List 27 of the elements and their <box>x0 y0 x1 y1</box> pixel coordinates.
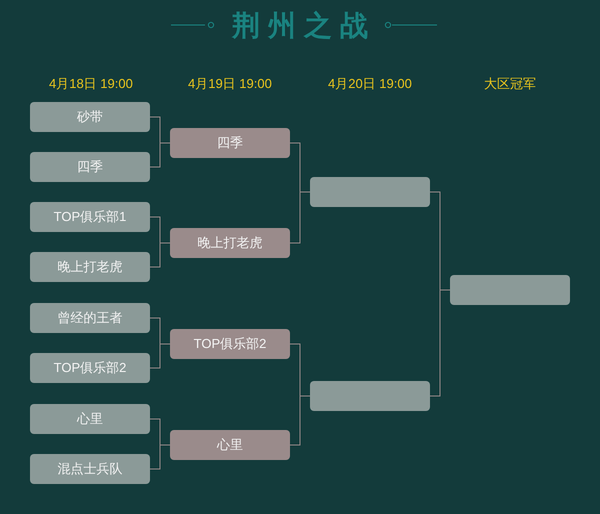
column-header: 4月20日 19:00 <box>328 76 412 92</box>
team-box: 四季 <box>30 152 150 182</box>
empty-box <box>310 177 430 207</box>
connector-line <box>150 242 170 268</box>
connector-line <box>150 344 170 368</box>
team-box: TOP俱乐部2 <box>30 353 150 383</box>
column-header: 4月18日 19:00 <box>49 76 133 92</box>
connector-line <box>290 192 310 244</box>
column-header: 大区冠军 <box>484 76 536 92</box>
team-box: TOP俱乐部1 <box>30 202 150 232</box>
column-header: 4月19日 19:00 <box>188 76 272 92</box>
connector-line <box>150 444 170 470</box>
connector-line <box>430 290 450 396</box>
team-box: 心里 <box>170 430 290 460</box>
empty-box <box>310 381 430 411</box>
connector-line <box>290 396 310 446</box>
team-box: 心里 <box>30 404 150 434</box>
title: 荆州之战 <box>232 11 376 41</box>
team-box: 曾经的王者 <box>30 303 150 333</box>
team-box: 四季 <box>170 128 290 158</box>
empty-box <box>450 275 570 305</box>
team-box: 晚上打老虎 <box>170 228 290 258</box>
connector-line <box>150 142 170 168</box>
team-box: 混点士兵队 <box>30 454 150 484</box>
team-box: 晚上打老虎 <box>30 252 150 282</box>
team-box: TOP俱乐部2 <box>170 329 290 359</box>
team-box: 砂带 <box>30 102 150 132</box>
